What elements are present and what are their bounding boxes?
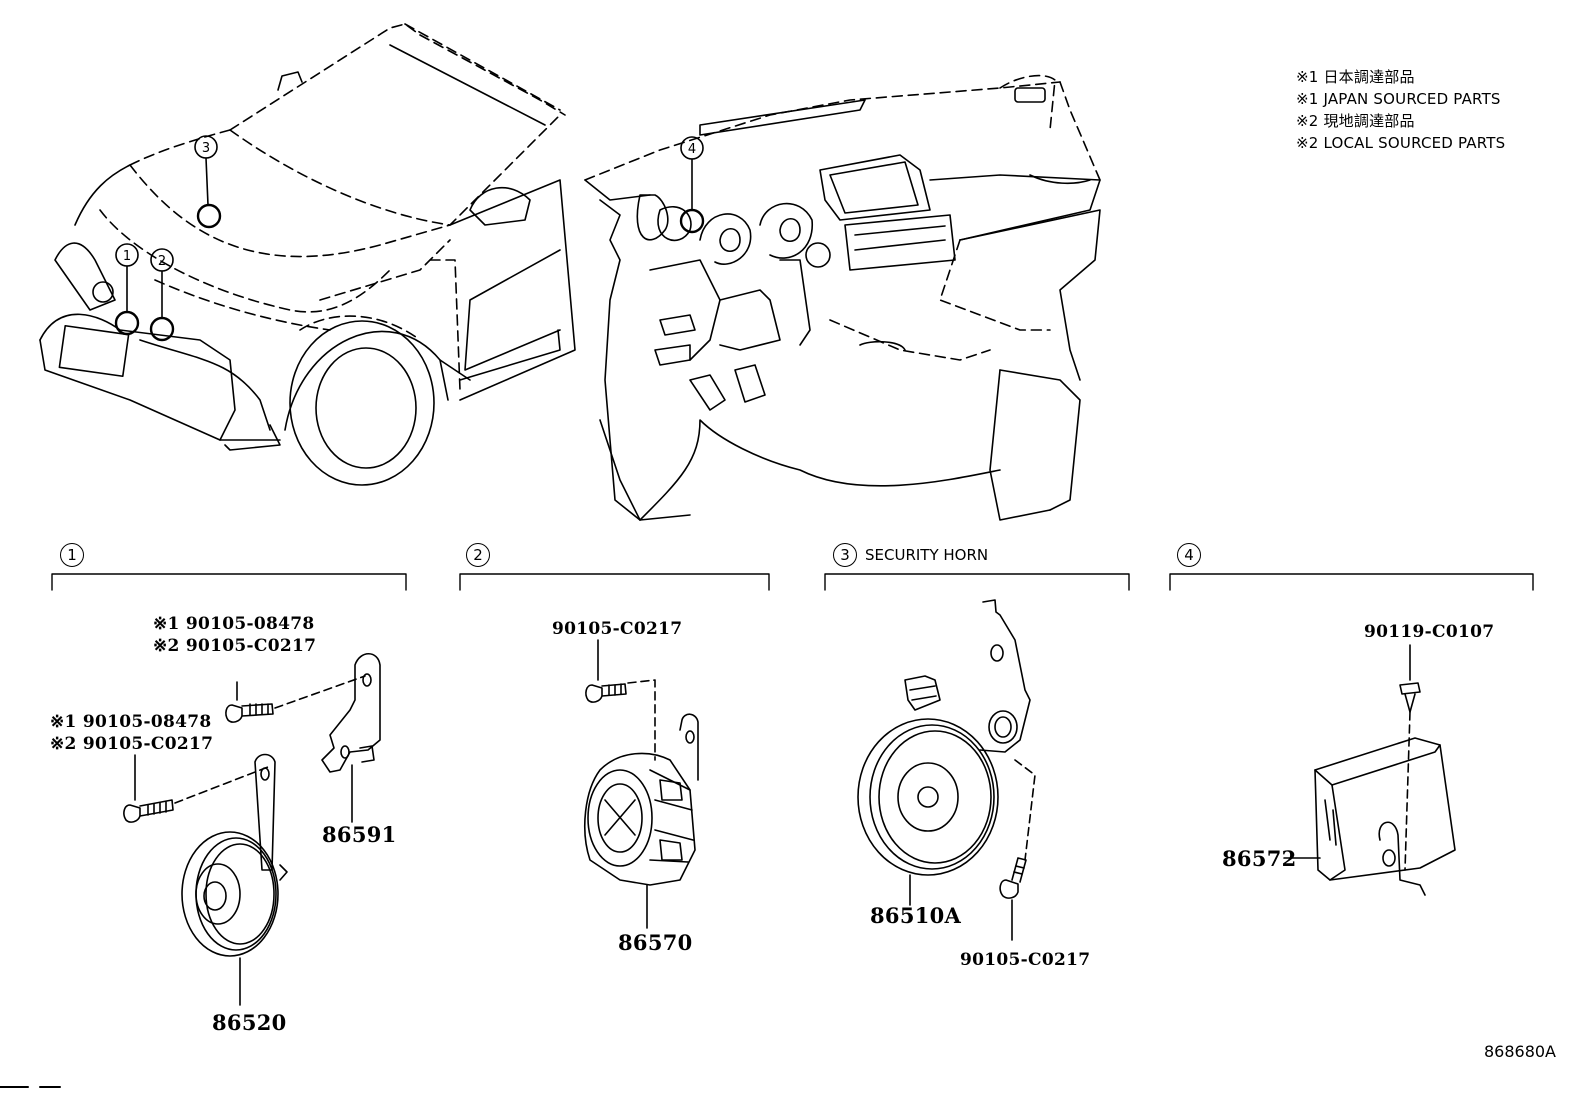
bolt-icon <box>999 857 1027 941</box>
security-horn-icon <box>857 599 1031 906</box>
sourcing-legend: ※1 日本調達部品 ※1 JAPAN SOURCED PARTS ※2 現地調達… <box>1296 66 1505 154</box>
section-2-horn-assembly <box>584 639 699 929</box>
diagram-reference-code: 868680A <box>1483 1042 1556 1061</box>
section-4-number: 4 <box>1177 543 1201 567</box>
section-brackets <box>51 573 1534 591</box>
section-1-number: 1 <box>60 543 84 567</box>
part-number-s1-bracket[interactable]: 86591 <box>322 822 397 847</box>
legend-line-2: ※1 JAPAN SOURCED PARTS <box>1296 90 1501 108</box>
section-4-label: 4 <box>1177 543 1201 567</box>
section-3-label: 3 SECURITY HORN <box>833 543 988 567</box>
interior-dashboard-illustration <box>584 74 1101 521</box>
section-3-security-horn <box>857 599 1036 941</box>
part-number-s4-unit[interactable]: 86572 <box>1222 846 1297 871</box>
part-number-s3-horn[interactable]: 86510A <box>870 903 962 928</box>
bracket-icon <box>321 652 381 823</box>
overview-callout-1: 1 <box>123 249 131 264</box>
part-number-s1-horn[interactable]: 86520 <box>212 1010 287 1035</box>
part-number-s1-bolt-upper-local[interactable]: ※2 90105-C0217 <box>153 636 317 656</box>
part-number-s4-screw[interactable]: 90119-C0107 <box>1364 622 1495 642</box>
section-4-control-unit <box>1283 644 1456 896</box>
section-1-horn-assembly <box>123 652 381 1006</box>
section-2-label: 2 <box>466 543 490 567</box>
bolt-lower-icon <box>123 754 174 823</box>
part-number-s1-bolt-upper-japan[interactable]: ※1 90105-08478 <box>153 614 315 634</box>
car-exterior-illustration <box>39 23 576 486</box>
part-number-s3-bolt[interactable]: 90105-C0217 <box>960 950 1091 970</box>
overview-callouts <box>114 135 705 342</box>
overview-callout-4: 4 <box>688 142 696 157</box>
horn-icon <box>584 713 699 929</box>
part-number-s2-bolt[interactable]: 90105-C0217 <box>552 619 683 639</box>
part-number-s1-bolt-lower-local[interactable]: ※2 90105-C0217 <box>50 734 214 754</box>
section-2-number: 2 <box>466 543 490 567</box>
legend-line-4: ※2 LOCAL SOURCED PARTS <box>1296 134 1506 152</box>
overview-callout-3: 3 <box>202 141 210 156</box>
horn-icon <box>181 753 288 1006</box>
bolt-upper-icon <box>225 681 274 723</box>
section-3-title: SECURITY HORN <box>865 546 989 564</box>
part-number-s2-horn[interactable]: 86570 <box>618 930 693 955</box>
control-unit-icon <box>1283 737 1456 896</box>
part-number-s1-bolt-lower-japan[interactable]: ※1 90105-08478 <box>50 712 212 732</box>
legend-line-1: ※1 日本調達部品 <box>1296 68 1415 86</box>
bolt-icon <box>585 639 627 703</box>
screw-icon <box>1399 644 1421 713</box>
section-1-label: 1 <box>60 543 84 567</box>
legend-line-3: ※2 現地調達部品 <box>1296 112 1415 130</box>
section-3-number: 3 <box>833 543 857 567</box>
overview-callout-2: 2 <box>158 254 166 269</box>
